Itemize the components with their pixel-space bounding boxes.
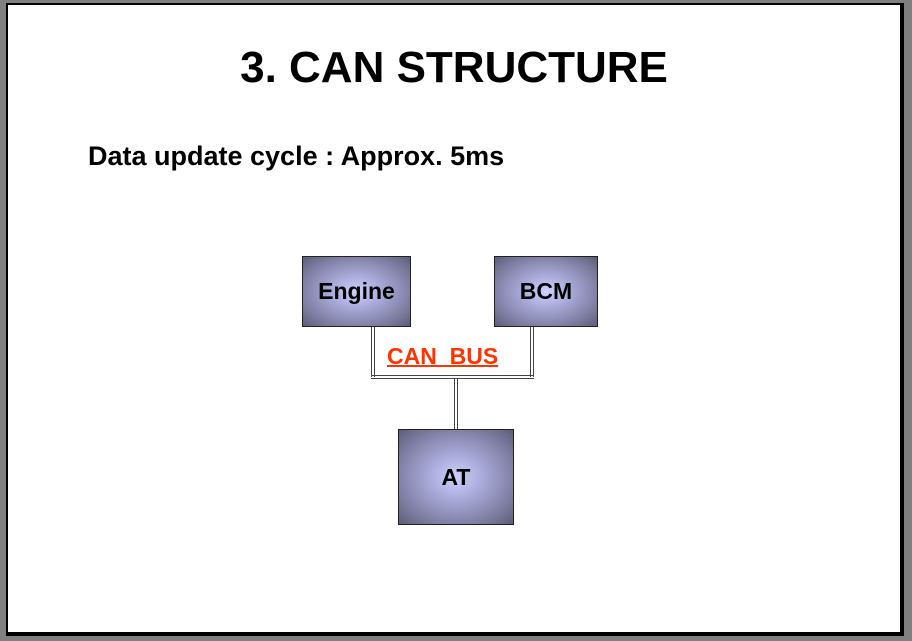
slide-subtitle: Data update cycle : Approx. 5ms xyxy=(88,141,505,171)
slide: 3. CAN STRUCTURE Data update cycle : App… xyxy=(6,3,904,636)
at-node: AT xyxy=(398,429,514,525)
engine-connector xyxy=(371,326,375,377)
at-connector xyxy=(454,378,458,429)
bus-line xyxy=(371,375,534,379)
engine-node: Engine xyxy=(302,256,411,327)
slide-title: 3. CAN STRUCTURE xyxy=(240,43,668,92)
bcm-node: BCM xyxy=(494,256,598,327)
bcm-connector xyxy=(530,326,534,377)
can-bus-label: CAN BUS xyxy=(387,343,499,369)
